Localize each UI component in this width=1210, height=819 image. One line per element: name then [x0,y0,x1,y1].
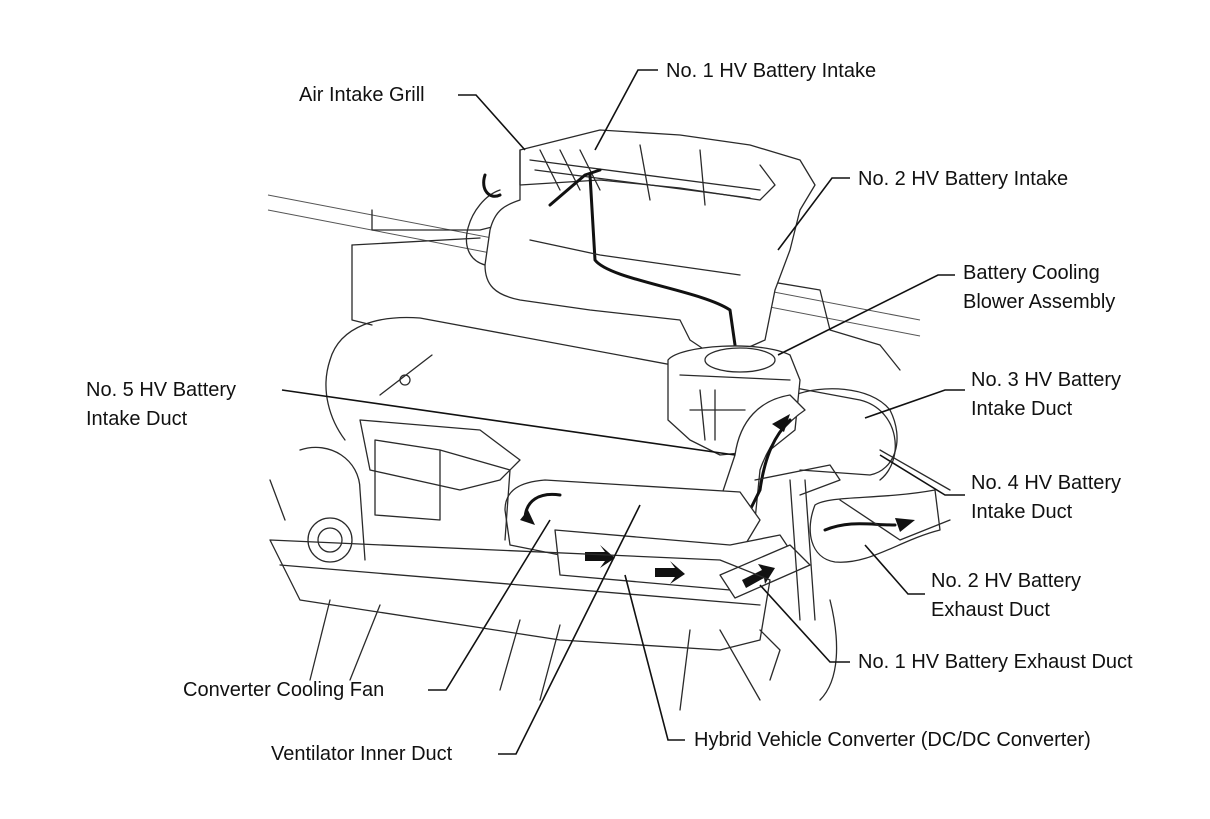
converter-box [299,419,521,563]
floor-members [269,449,951,711]
label-line: Battery Cooling [963,262,1100,284]
label-no5-hv-battery-intake-duct: No. 5 HV Battery Intake Duct [86,376,236,434]
intake-duct-assembly [465,129,816,361]
leader-lines [281,69,965,755]
label-line: Blower Assembly [963,291,1116,313]
label-line: Intake Duct [971,398,1073,420]
label-ventilator-inner-duct: Ventilator Inner Duct [271,743,453,765]
label-no4-hv-battery-intake-duct: No. 4 HV Battery Intake Duct [971,469,1121,527]
label-no2-hv-battery-exhaust-duct: No. 2 HV Battery Exhaust Duct [931,567,1081,625]
converter-and-ventilator [504,479,811,599]
label-line: Exhaust Duct [931,599,1050,621]
label-line: No. 4 HV Battery [971,472,1122,494]
label-hybrid-vehicle-converter: Hybrid Vehicle Converter (DC/DC Converte… [694,729,1091,751]
label-battery-cooling-blower-assembly: Battery Cooling Blower Assembly [963,259,1115,317]
label-no1-hv-battery-intake: No. 1 HV Battery Intake [666,60,877,82]
label-line: No. 5 HV Battery [86,379,237,401]
label-line: No. 2 HV Battery [931,570,1082,592]
exhaust-duct-2 [789,479,941,621]
label-line: Intake Duct [86,408,188,430]
label-no2-hv-battery-intake: No. 2 HV Battery Intake [858,168,1069,190]
label-line: No. 3 HV Battery [971,369,1122,391]
label-no1-hv-battery-exhaust-duct: No. 1 HV Battery Exhaust Duct [858,651,1133,673]
battery-pack [325,316,898,481]
label-line: Intake Duct [971,501,1073,523]
label-no3-hv-battery-intake-duct: No. 3 HV Battery Intake Duct [971,366,1121,424]
label-air-intake-grill: Air Intake Grill [299,84,425,106]
label-converter-cooling-fan: Converter Cooling Fan [183,679,385,701]
